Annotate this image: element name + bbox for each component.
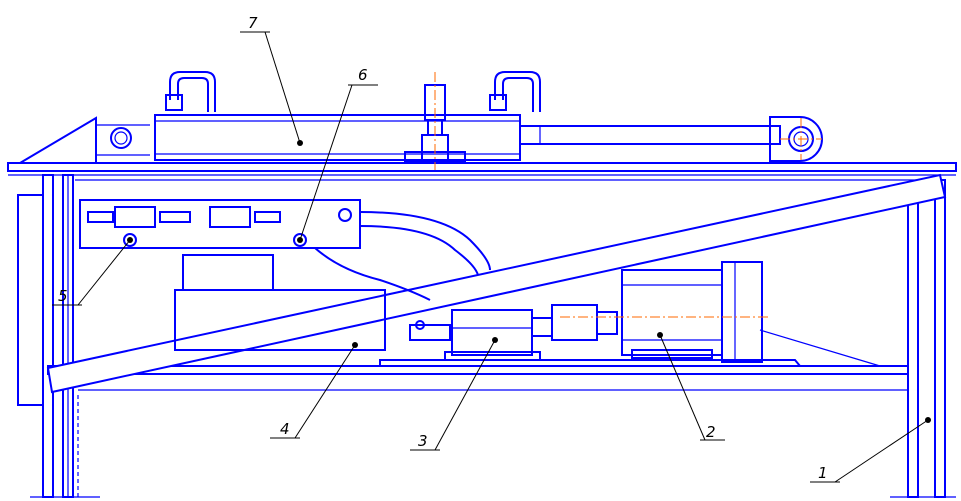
valve-block xyxy=(79,199,491,351)
pump xyxy=(409,304,618,361)
top-platform xyxy=(7,116,957,181)
callouts: 1 2 3 4 5 6 7 xyxy=(52,14,931,483)
callout-7: 7 xyxy=(248,14,258,32)
callout-4: 4 xyxy=(280,420,290,438)
callout-1: 1 xyxy=(818,464,828,482)
callout-2: 2 xyxy=(706,423,716,441)
callout-3: 3 xyxy=(418,432,428,450)
hydraulic-cylinder xyxy=(154,71,823,170)
base-plate xyxy=(379,329,881,367)
callout-5: 5 xyxy=(58,287,68,305)
electric-motor xyxy=(560,261,770,363)
callout-6: 6 xyxy=(358,66,368,84)
diagonal-brace xyxy=(46,173,947,394)
